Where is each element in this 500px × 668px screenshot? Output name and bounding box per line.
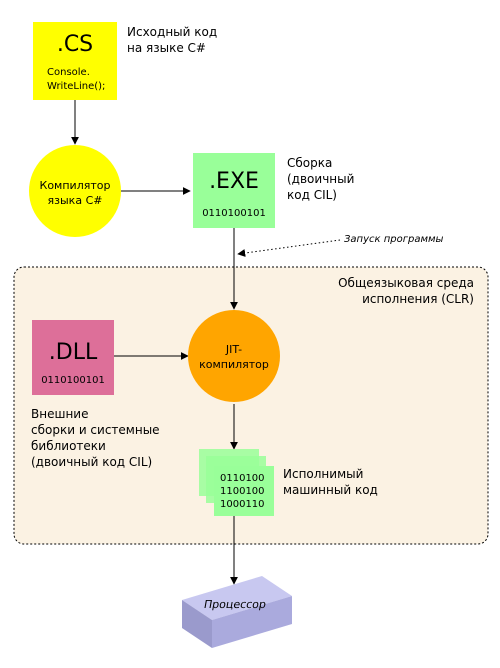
machine-code-bits: 0110100 1100100 1000110 (220, 472, 265, 511)
jit-label-line-2: компилятор (199, 358, 269, 371)
cpu-top-face (182, 576, 292, 620)
dll-caption-line-4: (двоичный код CIL) (31, 455, 153, 469)
source-code-line-1: Console. (47, 67, 90, 78)
assembly-file-box: .EXE 0110100101 (193, 153, 275, 228)
machine-code-line-1: 0110100 (220, 473, 265, 484)
assembly-file-extension: .EXE (209, 169, 259, 194)
assembly-caption-line-1: Сборка (287, 156, 333, 170)
jit-label: JIT- компилятор (188, 342, 280, 372)
dll-caption-line-3: библиотеки (31, 439, 106, 453)
clr-region (13, 266, 489, 545)
machine-caption-line-1: Исполнимый (283, 467, 364, 481)
cpu-front-face (182, 600, 212, 648)
machine-code-line-3: 1000110 (220, 499, 265, 510)
cpu-side-face (212, 596, 292, 648)
dll-bits: 0110100101 (41, 375, 105, 386)
compiler-label-line-2: языка C# (47, 194, 103, 207)
jit-circle (188, 310, 280, 402)
source-code-line-2: WriteLine(); (47, 81, 106, 92)
clr-title-line-2: исполнения (CLR) (362, 292, 474, 306)
launch-pointer (237, 239, 341, 257)
clr-title-line-1: Общеязыковая среда (338, 276, 474, 290)
compiler-label-line-1: Компилятор (39, 179, 111, 192)
dll-caption-line-2: сборки и системные (31, 423, 160, 437)
machine-caption-line-2: машинный код (283, 483, 378, 497)
dll-file-box: .DLL 0110100101 (32, 320, 114, 395)
dll-caption-line-1: Внешние (31, 407, 89, 421)
assembly-caption-line-3: код CIL) (287, 188, 337, 202)
source-file-extension: .CS (56, 32, 94, 57)
source-caption-line-2: на языке C# (127, 41, 206, 55)
assembly-caption-line-2: (двоичный (287, 172, 355, 186)
machine-code-sheet-front (214, 466, 274, 516)
launch-label: Запуск программы (344, 234, 444, 245)
source-file-box: .CS Console. WriteLine(); (33, 22, 117, 100)
jit-label-line-1: JIT- (225, 343, 243, 356)
cpu-label: Процессор (202, 598, 268, 611)
source-caption-line-1: Исходный код (127, 25, 218, 39)
compiler-label: Компилятор языка C# (29, 178, 121, 208)
assembly-bits: 0110100101 (202, 208, 266, 219)
compiler-circle (29, 145, 121, 237)
machine-code-line-2: 1100100 (220, 486, 265, 497)
dll-file-extension: .DLL (48, 340, 98, 365)
